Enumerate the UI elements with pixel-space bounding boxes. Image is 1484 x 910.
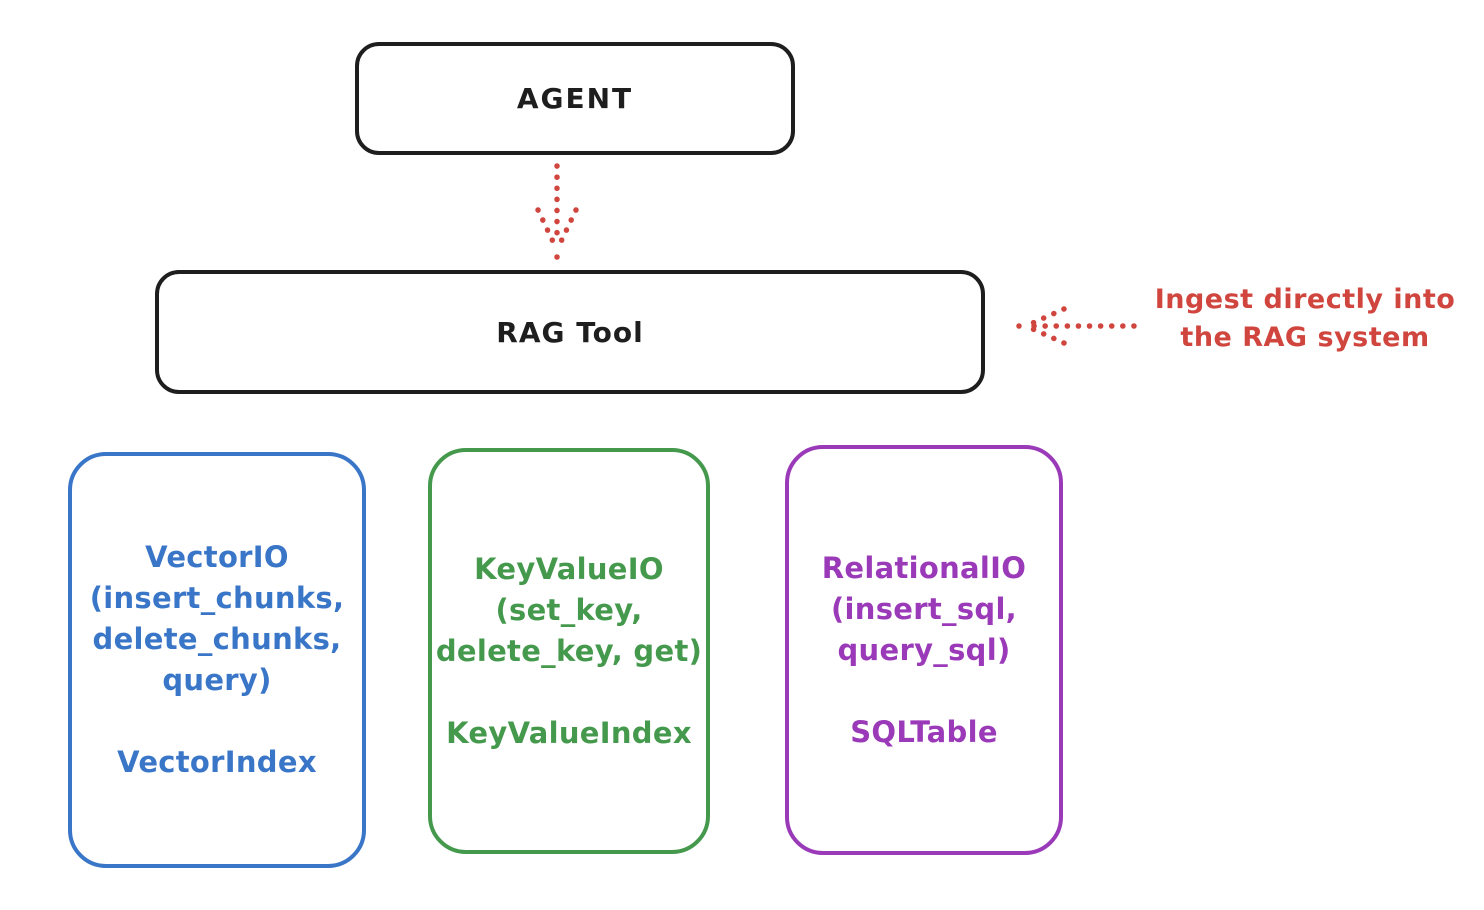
vector-io-line: (insert_chunks,: [89, 581, 345, 615]
relational-io-table-label: SQLTable: [850, 714, 998, 749]
ingest-annotation-line1: Ingest directly into: [1154, 284, 1456, 315]
agent-box-label: AGENT: [516, 82, 634, 115]
agent-box: AGENT: [355, 42, 795, 155]
relational-io-line: (insert_sql,: [830, 591, 1017, 626]
relational-io-title: RelationalIO: [821, 550, 1027, 585]
keyvalue-io-index-label: KeyValueIndex: [446, 715, 692, 750]
vector-io-index-label: VectorIndex: [117, 745, 317, 779]
vector-io-title: VectorIO: [145, 540, 289, 574]
keyvalue-io-box: KeyValueIO (set_key, delete_key, get) Ke…: [428, 448, 710, 854]
ingest-annotation: Ingest directly into the RAG system: [1130, 281, 1480, 357]
relational-io-box: RelationalIO (insert_sql, query_sql) SQL…: [785, 445, 1063, 855]
rag-tool-box: RAG Tool: [155, 270, 985, 394]
vector-io-line: delete_chunks,: [92, 622, 342, 656]
rag-tool-box-label: RAG Tool: [496, 315, 644, 349]
keyvalue-io-line: delete_key, get): [435, 633, 703, 668]
keyvalue-io-title: KeyValueIO: [474, 551, 664, 586]
vector-io-box: VectorIO (insert_chunks, delete_chunks, …: [68, 452, 366, 868]
vector-io-line: query): [162, 663, 272, 697]
keyvalue-io-line: (set_key,: [495, 592, 643, 627]
relational-io-line: query_sql): [837, 632, 1011, 667]
left-dotted-arrow-icon: [1016, 306, 1137, 346]
ingest-annotation-line2: the RAG system: [1180, 322, 1430, 353]
down-dotted-arrow-icon: [535, 163, 579, 260]
